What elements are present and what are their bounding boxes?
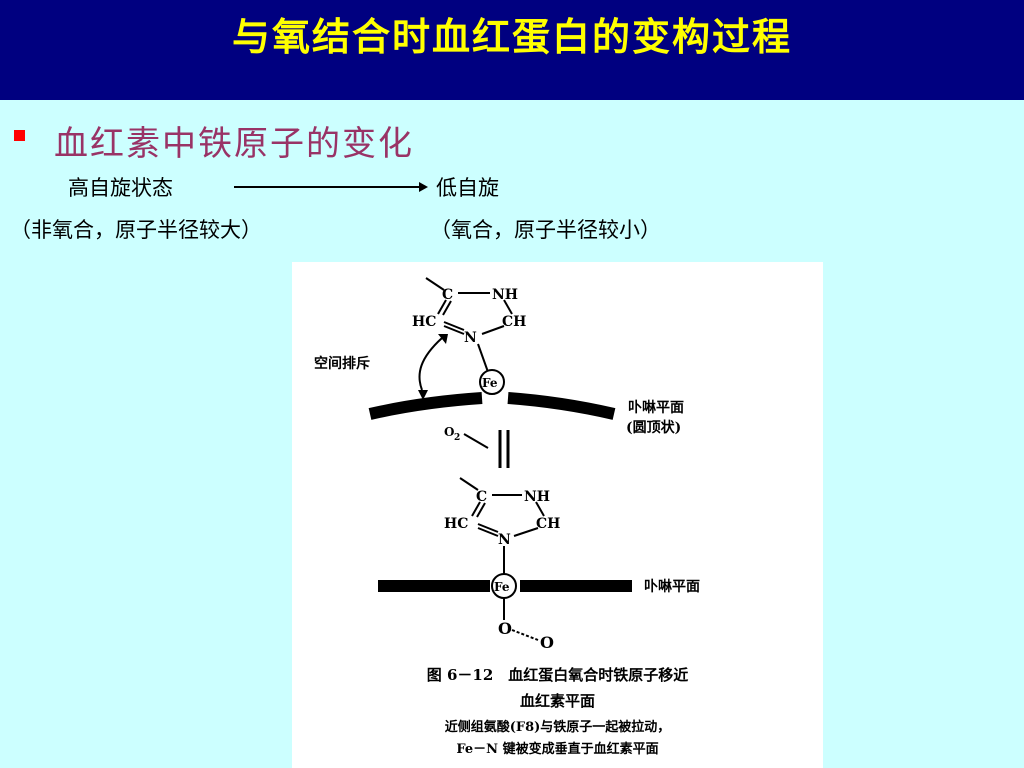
o2-subscript: 2 [454,433,460,443]
top-imidazole-ring [425,277,513,373]
domed-plane-left [368,392,483,420]
spin-from: 高自旋状态 [68,176,173,200]
figure-caption-line4: Fe－N 键被变成垂直于血红素平面 [456,742,659,757]
figure-caption-line3: 近侧组氨酸(F8)与铁原子一起被拉动， [444,720,671,735]
bottom-hc-group: HC [444,516,468,532]
spin-to-note: （氧合，原子半径较小） [430,218,661,242]
bottom-nh-group: NH [524,489,550,505]
o-o-bond [511,629,539,641]
flat-plane-right [520,580,632,592]
top-hc-group: HC [412,314,436,330]
bound-o2: O [540,633,554,652]
slide-title: 与氧结合时血红蛋白的变构过程 [232,14,793,59]
bottom-ch-group: CH [536,516,560,532]
heme-diagram: C NH HC CH N 空间排斥 Fe 卟啉平面 (圆顶状) O 2 [314,277,700,652]
right-arrow-icon [234,182,428,192]
top-fe-atom [479,369,505,395]
bottom-fe-label: Fe [494,580,510,594]
top-n-atom: N [464,330,477,346]
bound-o1: O [498,619,512,638]
bottom-n-atom: N [498,532,511,548]
repulsion-arrow [418,337,443,391]
bottom-plane-label: 卟啉平面 [644,578,700,595]
title-bar: 与氧结合时血红蛋白的变构过程 [0,0,1024,100]
hemoglobin-figure: C NH HC CH N 空间排斥 Fe 卟啉平面 (圆顶状) O 2 [292,262,823,768]
top-nh-group: NH [492,287,518,303]
figure-caption-line1: 图 6－12 血红蛋白氧合时铁原子移近 [426,666,689,684]
top-fe-label: Fe [482,376,498,390]
flat-plane-left [378,580,490,592]
bottom-c-atom: C [476,489,487,505]
square-bullet-icon [14,130,25,141]
top-plane-note: (圆顶状) [626,419,681,436]
bullet-text: 血红素中铁原子的变化 [54,124,414,164]
top-plane-label: 卟啉平面 [628,399,684,416]
figure-caption-line2: 血红素平面 [519,692,595,710]
bottom-imidazole-ring [459,477,545,574]
top-ch-group: CH [502,314,526,330]
spin-from-note: （非氧合，原子半径较大） [10,218,262,242]
o2-label: O [444,425,454,439]
repulsion-label: 空间排斥 [314,355,370,372]
top-c-atom: C [442,287,453,303]
spin-to: 低自旋 [436,176,499,200]
o2-arrow [463,433,489,449]
domed-plane-right [507,392,616,420]
